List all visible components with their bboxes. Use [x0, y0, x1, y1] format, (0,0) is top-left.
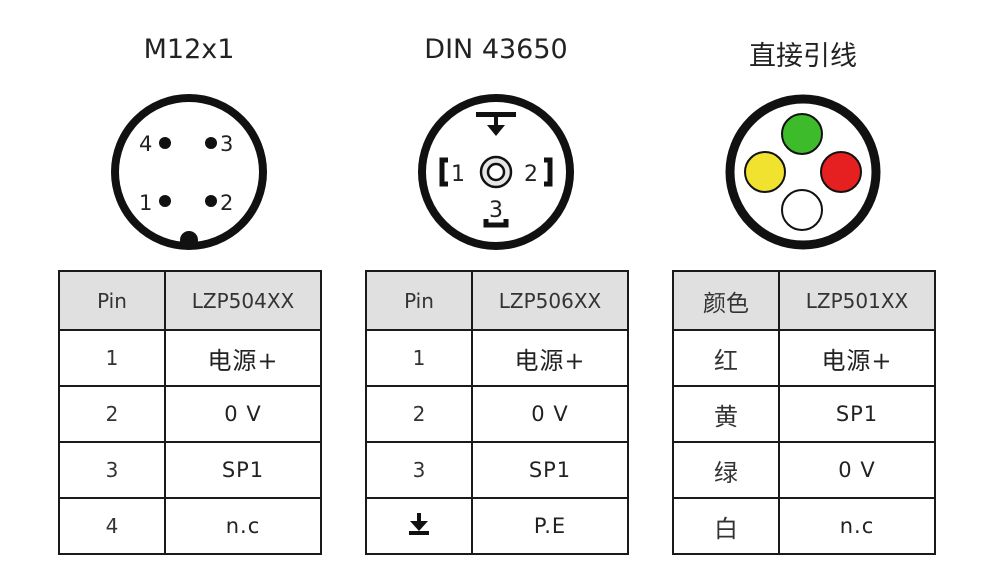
- signal-cell: SP1: [164, 441, 322, 499]
- ground-icon: [409, 512, 429, 535]
- table-row: 红 电源+: [672, 329, 936, 387]
- m12-panel: M12x1 4 3 1 2 Pin LZP504XX 1 电源+ 2 0 V 3…: [58, 0, 322, 584]
- table-row: 绿 0 V: [672, 441, 936, 499]
- m12-pin-1-label: 1: [139, 191, 152, 215]
- color-cell: 绿: [672, 441, 780, 499]
- signal-cell: 0 V: [778, 441, 936, 499]
- header-pin: Pin: [365, 270, 473, 331]
- m12-pin-table: Pin LZP504XX 1 电源+ 2 0 V 3 SP1 4 n.c: [58, 270, 322, 555]
- din-panel: DIN 43650 1 2 3 Pin LZP506XX 1 电源+: [365, 0, 629, 584]
- din-pin-3-label: 3: [489, 198, 503, 223]
- pin-cell: 2: [58, 385, 166, 443]
- table-header-row: Pin LZP506XX: [365, 270, 629, 331]
- signal-cell: 电源+: [471, 329, 629, 387]
- color-cell: 红: [672, 329, 780, 387]
- m12-pin-3-dot: [205, 137, 217, 149]
- m12-pin-2-label: 2: [220, 191, 233, 215]
- direct-lead-diagram: [725, 94, 881, 250]
- table-row: 2 0 V: [365, 385, 629, 443]
- header-pin: Pin: [58, 270, 166, 331]
- din-pin-1-bracket: [439, 157, 448, 187]
- din-ground-icon: [476, 112, 516, 136]
- table-row: 1 电源+: [58, 329, 322, 387]
- signal-cell: n.c: [164, 497, 322, 555]
- header-model: LZP504XX: [164, 270, 322, 331]
- pin-cell: 3: [58, 441, 166, 499]
- signal-cell: P.E: [471, 497, 629, 555]
- m12-pin-1-dot: [159, 195, 171, 207]
- din-connector-diagram: 1 2 3: [418, 94, 574, 250]
- m12-outer-ring: [111, 94, 267, 250]
- table-row: 1 电源+: [365, 329, 629, 387]
- signal-cell: 电源+: [164, 329, 322, 387]
- din-pin-2-label: 2: [524, 162, 538, 187]
- signal-cell: SP1: [778, 385, 936, 443]
- din-pin-1-label: 1: [451, 162, 465, 187]
- white-wire: [781, 189, 823, 231]
- pin-cell: 4: [58, 497, 166, 555]
- m12-pin-4-label: 4: [139, 132, 152, 156]
- header-model: LZP501XX: [778, 270, 936, 331]
- signal-cell: n.c: [778, 497, 936, 555]
- cable-outer-ring: [725, 94, 881, 250]
- direct-lead-panel: 直接引线 颜色 LZP501XX 红 电源+ 黄 SP1 绿 0 V 白 n.c: [672, 0, 936, 584]
- header-model: LZP506XX: [471, 270, 629, 331]
- pin-cell: 2: [365, 385, 473, 443]
- pin-cell: 3: [365, 441, 473, 499]
- table-row: P.E: [365, 497, 629, 555]
- table-row: 白 n.c: [672, 497, 936, 555]
- ground-pin-cell: [365, 497, 473, 555]
- din-pin-3-bracket: [483, 219, 509, 228]
- m12-connector-diagram: 4 3 1 2: [111, 94, 267, 250]
- direct-lead-title: 直接引线: [749, 41, 857, 72]
- din-pin-2-bracket: [544, 157, 553, 187]
- table-row: 2 0 V: [58, 385, 322, 443]
- m12-pin-4-dot: [159, 137, 171, 149]
- m12-pin-3-label: 3: [220, 132, 233, 156]
- signal-cell: 电源+: [778, 329, 936, 387]
- yellow-wire: [744, 151, 786, 193]
- din-pin-table: Pin LZP506XX 1 电源+ 2 0 V 3 SP1 P.E: [365, 270, 629, 555]
- m12-pin-2-dot: [205, 195, 217, 207]
- table-header-row: 颜色 LZP501XX: [672, 270, 936, 331]
- direct-lead-table: 颜色 LZP501XX 红 电源+ 黄 SP1 绿 0 V 白 n.c: [672, 270, 936, 555]
- color-cell: 黄: [672, 385, 780, 443]
- table-row: 3 SP1: [58, 441, 322, 499]
- m12-key-notch: [180, 231, 198, 249]
- color-cell: 白: [672, 497, 780, 555]
- table-row: 黄 SP1: [672, 385, 936, 443]
- header-color: 颜色: [672, 270, 780, 331]
- m12-title: M12x1: [143, 34, 235, 65]
- pin-cell: 1: [365, 329, 473, 387]
- table-header-row: Pin LZP504XX: [58, 270, 322, 331]
- table-row: 4 n.c: [58, 497, 322, 555]
- din-outer-ring: [418, 94, 574, 250]
- table-row: 3 SP1: [365, 441, 629, 499]
- signal-cell: 0 V: [164, 385, 322, 443]
- signal-cell: SP1: [471, 441, 629, 499]
- pin-cell: 1: [58, 329, 166, 387]
- signal-cell: 0 V: [471, 385, 629, 443]
- red-wire: [820, 151, 862, 193]
- green-wire: [781, 113, 823, 155]
- din-title: DIN 43650: [424, 34, 568, 65]
